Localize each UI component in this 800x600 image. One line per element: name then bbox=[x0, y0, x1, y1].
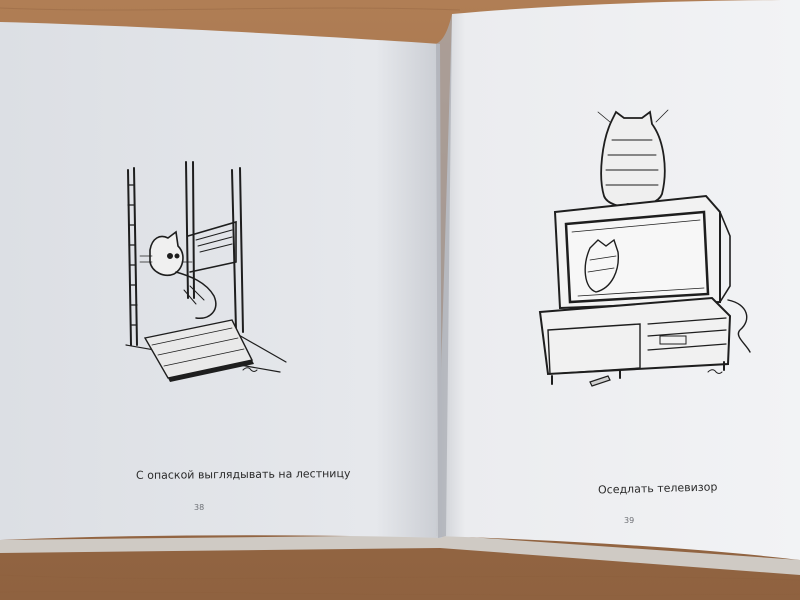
right-page-number: 39 bbox=[624, 516, 635, 525]
left-page-number: 38 bbox=[194, 503, 205, 512]
cat-sitting-on-tv-illustration bbox=[538, 109, 751, 387]
cat-peeking-from-door-illustration bbox=[125, 161, 287, 382]
left-page-caption: С опаской выглядывать на лестницу bbox=[135, 467, 351, 482]
book-gutter bbox=[436, 14, 452, 538]
page-stack-edge bbox=[0, 535, 800, 575]
left-page bbox=[0, 22, 442, 540]
